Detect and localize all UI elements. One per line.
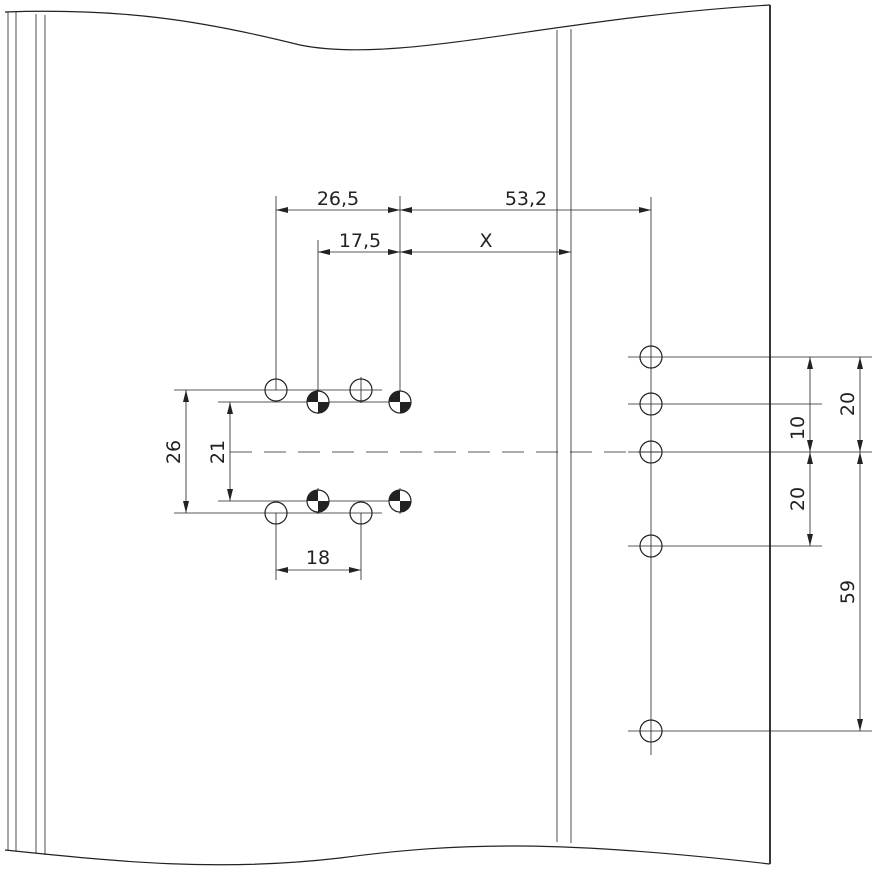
hole (639, 719, 663, 743)
hole (264, 378, 288, 402)
dim-18-label: 18 (306, 547, 330, 569)
dimension-lines (183, 207, 863, 731)
hole (349, 378, 373, 402)
dim-10-label: 10 (787, 416, 809, 440)
dim-59-label: 59 (837, 580, 859, 604)
door-panel (4, 4, 771, 866)
left-hole-pattern (174, 196, 412, 580)
center-marker-hole (388, 390, 412, 414)
dim-26-5-label: 26,5 (317, 188, 359, 210)
dim-17-5-label: 17,5 (339, 230, 381, 252)
hole (639, 345, 663, 369)
panel-top-edge (4, 4, 771, 51)
dim-20-bottom-label: 20 (787, 487, 809, 511)
dim-53-2-label: 53,2 (505, 188, 547, 210)
hole (639, 392, 663, 416)
dim-x-label: X (479, 230, 492, 252)
hole (639, 440, 663, 464)
hole (264, 501, 288, 525)
dimension-labels: 26,5 53,2 17,5 X 18 26 21 20 10 20 59 (163, 188, 859, 604)
dim-20-top-label: 20 (837, 392, 859, 416)
dim-21-label: 21 (207, 440, 229, 464)
center-marker-hole (306, 489, 330, 513)
right-hole-pattern (628, 197, 872, 755)
center-marker-hole (306, 390, 330, 414)
hole (639, 534, 663, 558)
dim-26-label: 26 (163, 440, 185, 464)
center-marker-hole (388, 489, 412, 513)
hole (349, 501, 373, 525)
panel-bottom-edge (4, 845, 771, 866)
